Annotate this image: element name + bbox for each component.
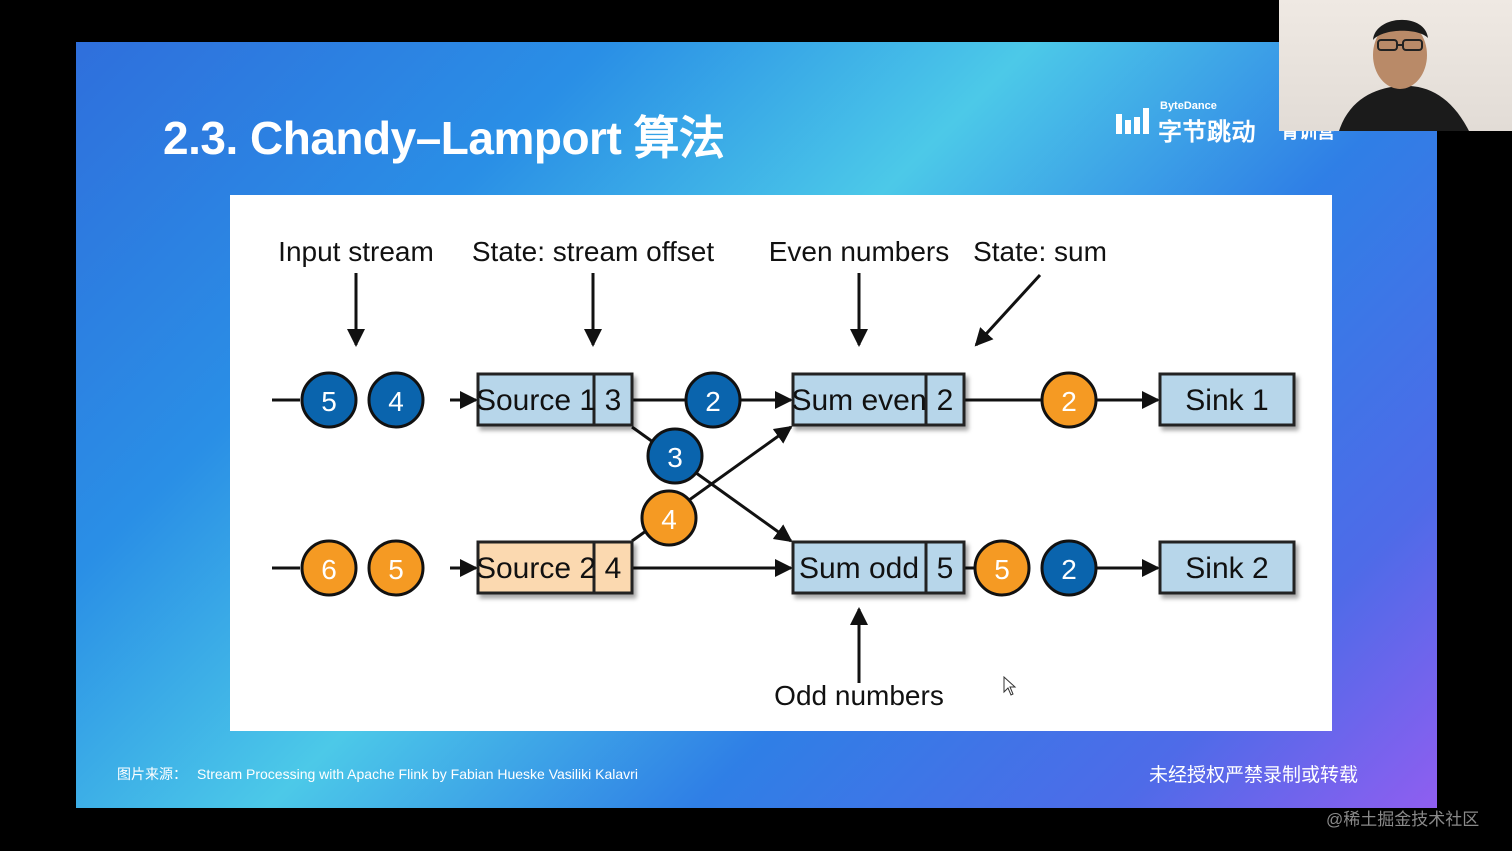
sink2-label: Sink 2	[1185, 552, 1268, 585]
source1-state: 3	[605, 384, 622, 417]
node-source2	[476, 540, 634, 595]
slide: 2.3. Chandy–Lamport 算法 ByteDance 字节跳动 青训…	[76, 42, 1437, 808]
node-sum-odd	[791, 540, 966, 595]
slide-title: 2.3. Chandy–Lamport 算法	[163, 112, 725, 164]
footer-image-credit: 图片来源： Stream Processing with Apache Flink…	[117, 764, 638, 784]
sum-even-label: Sum even	[791, 384, 926, 417]
token-odd-to-sink-a-value: 5	[994, 554, 1010, 585]
token-input1-b-value: 4	[388, 386, 404, 417]
token-src1-to-even: 2	[684, 371, 742, 429]
sum-odd-label: Sum odd	[799, 552, 919, 585]
token-even-to-sink-value: 2	[1061, 386, 1077, 417]
node-sum-even	[791, 372, 966, 427]
diagram-svg: Input stream State: stream offset Even n…	[272, 236, 1296, 711]
token-odd-to-sink-b: 2	[1040, 539, 1098, 597]
brand-small-text: ByteDance	[1160, 100, 1217, 112]
bytedance-bars-icon	[1116, 108, 1149, 134]
chandy-lamport-diagram: Input stream State: stream offset Even n…	[230, 195, 1332, 731]
token-src1-to-odd: 3	[646, 427, 704, 485]
token-src1-to-even-value: 2	[705, 386, 721, 417]
node-sink2	[1158, 540, 1296, 595]
mouse-pointer-icon	[1003, 676, 1017, 696]
token-input2-a: 6	[300, 539, 358, 597]
arrow-state-sum	[974, 273, 1042, 347]
token-odd-to-sink-b-value: 2	[1061, 554, 1077, 585]
source2-state: 4	[605, 552, 622, 585]
source1-label: Source 1	[476, 384, 596, 417]
presenter-avatar-icon	[1339, 19, 1469, 131]
sink1-label: Sink 1	[1185, 384, 1268, 417]
token-odd-to-sink-a: 5	[973, 539, 1031, 597]
token-input1-b: 4	[367, 371, 425, 429]
footer-copyright-notice: 未经授权严禁录制或转载	[1149, 765, 1359, 786]
site-watermark: @稀土掘金技术社区	[1326, 810, 1480, 829]
token-src2-to-even: 4	[640, 489, 698, 547]
annotation-state-sum: State: sum	[973, 236, 1107, 267]
token-even-to-sink: 2	[1040, 371, 1098, 429]
presenter-webcam	[1279, 0, 1512, 131]
node-source1	[476, 372, 634, 427]
annotation-state-stream-offset: State: stream offset	[472, 236, 714, 267]
brand-big-text: 字节跳动	[1158, 119, 1256, 146]
bytedance-logo: ByteDance 字节跳动	[1116, 100, 1266, 146]
node-sink1	[1158, 372, 1296, 427]
annotation-even-numbers: Even numbers	[769, 236, 950, 267]
token-input1-a-value: 5	[321, 386, 337, 417]
annotation-odd-numbers: Odd numbers	[774, 680, 944, 711]
token-src1-to-odd-value: 3	[667, 442, 683, 473]
footer-credit-label: 图片来源：	[117, 766, 187, 782]
token-input2-b: 5	[367, 539, 425, 597]
token-input2-b-value: 5	[388, 554, 404, 585]
token-src2-to-even-value: 4	[661, 504, 677, 535]
token-input1-a: 5	[300, 371, 358, 429]
sum-odd-state: 5	[937, 552, 954, 585]
source2-label: Source 2	[476, 552, 596, 585]
token-input2-a-value: 6	[321, 554, 337, 585]
sum-even-state: 2	[937, 384, 954, 417]
footer-credit-text: Stream Processing with Apache Flink by F…	[197, 766, 638, 782]
annotation-input-stream: Input stream	[278, 236, 434, 267]
